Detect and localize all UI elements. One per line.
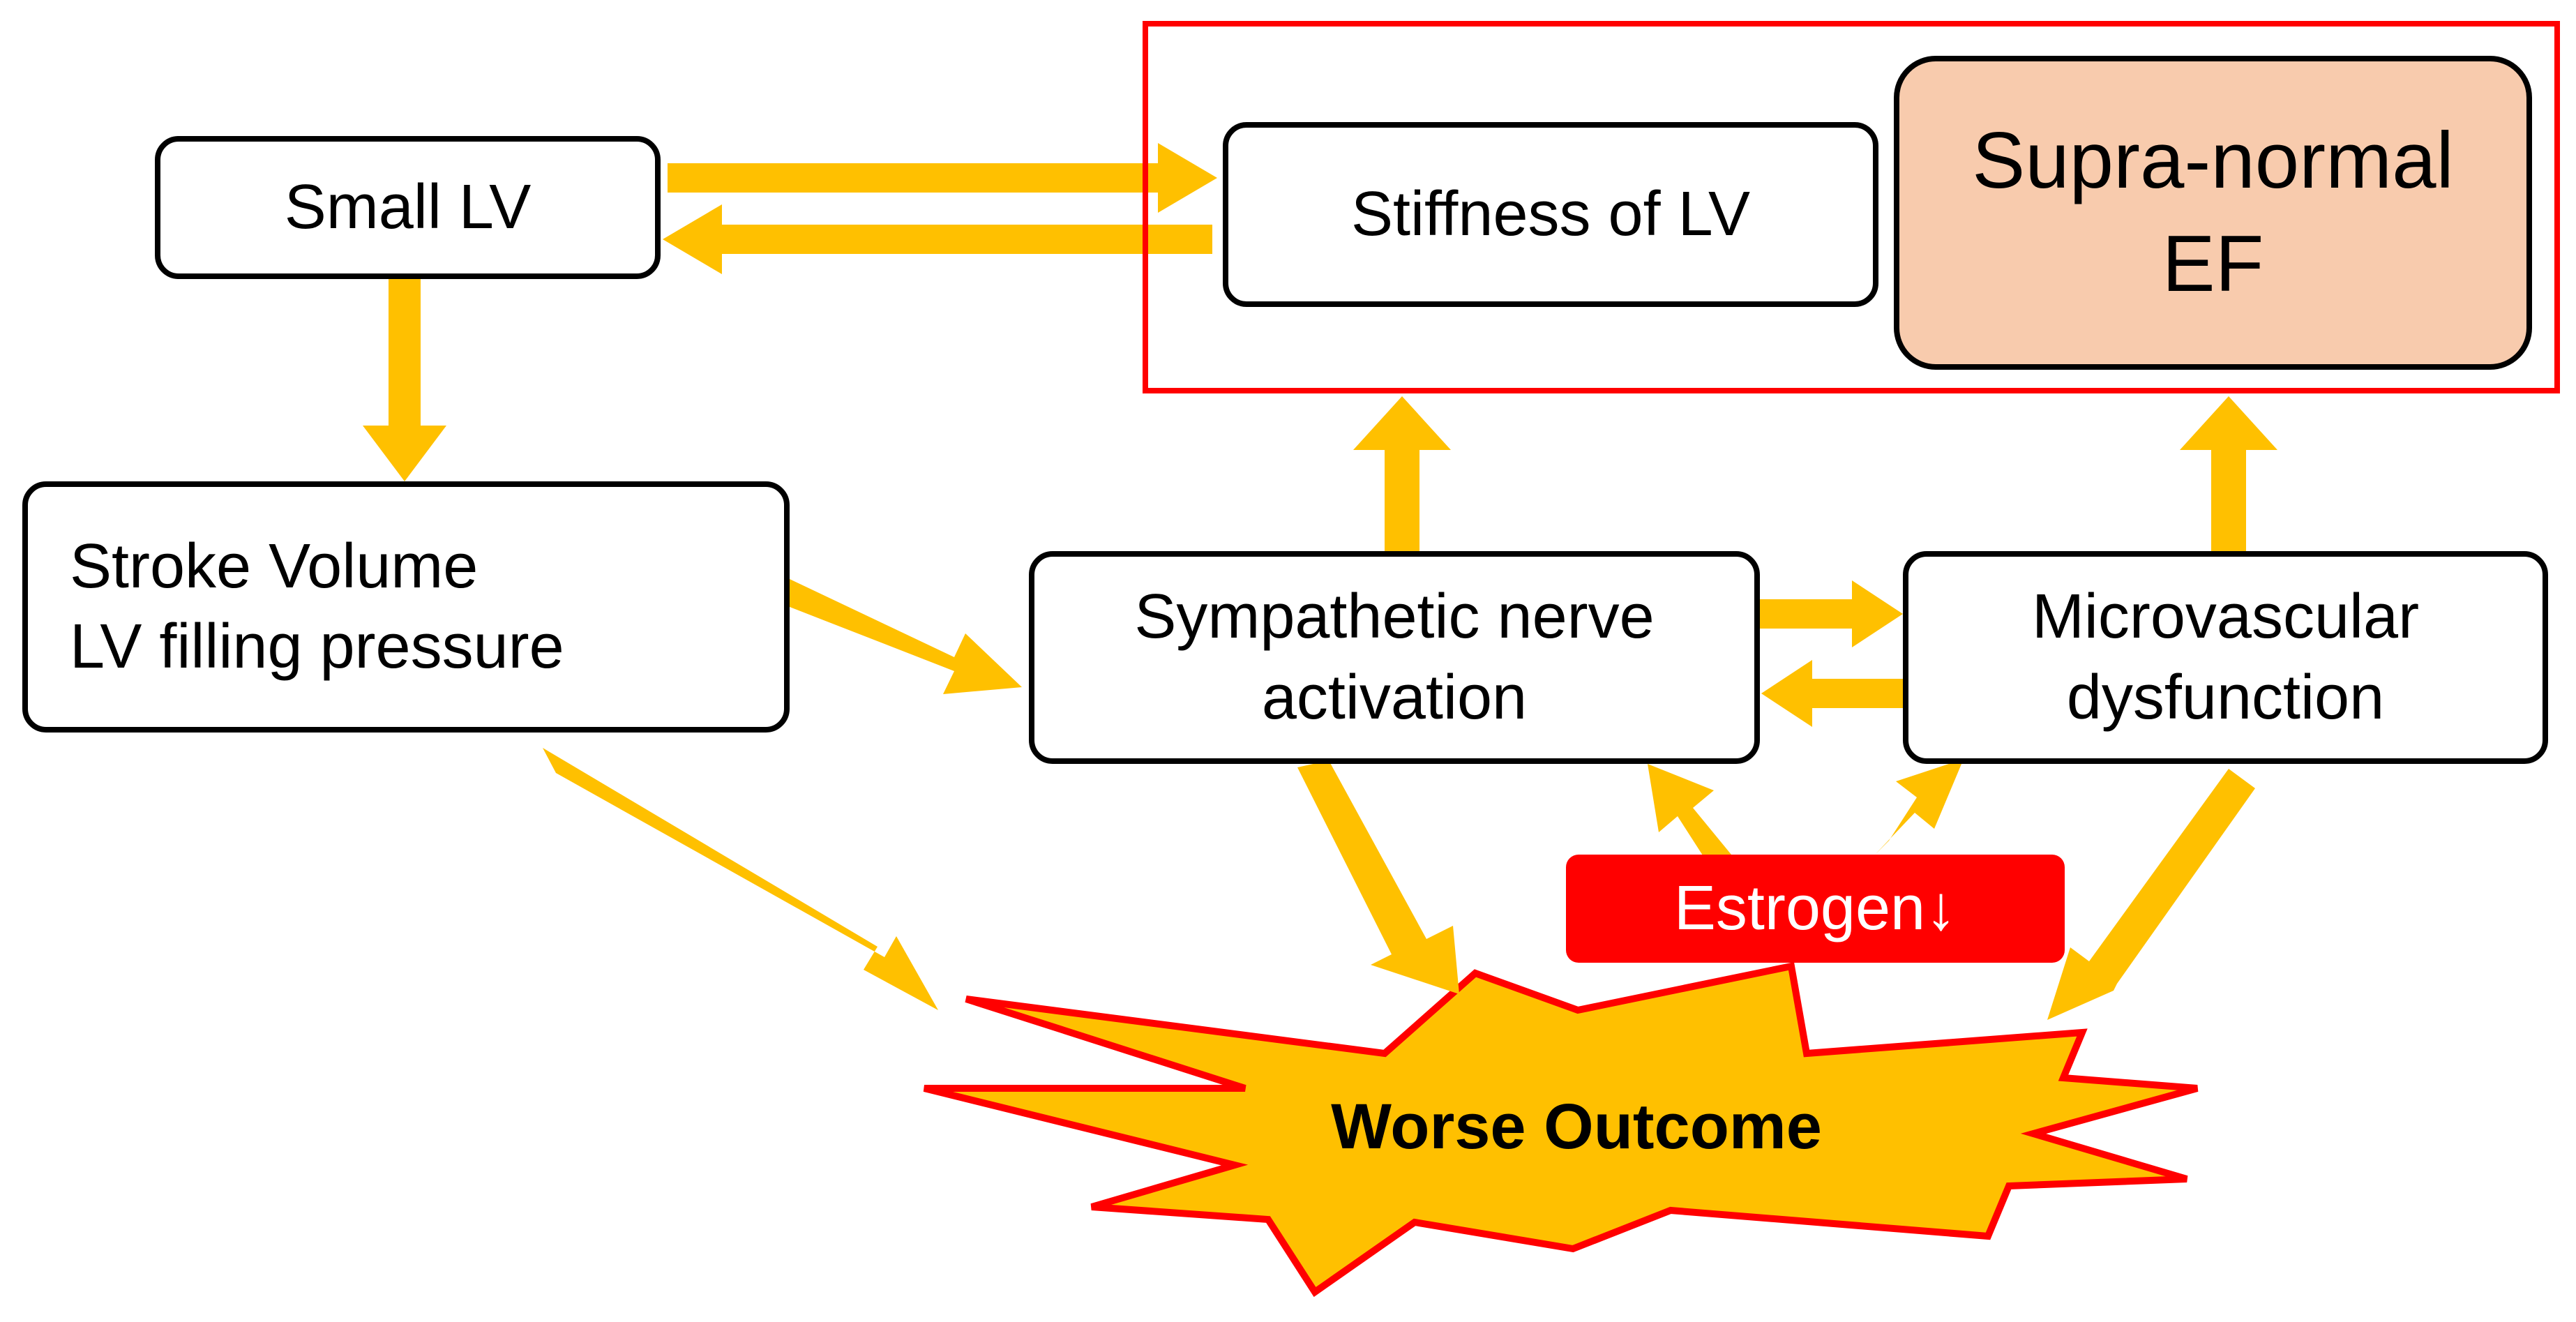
arrow-stroke-to-sympathetic (790, 579, 1022, 694)
stroke-volume-box: Stroke Volume LV filling pressure (22, 481, 790, 733)
arrow-estrogen-to-micro (1875, 759, 1964, 855)
sympathetic-box: Sympathetic nerve activation (1029, 551, 1760, 764)
arrow-micro-to-supra (2180, 396, 2277, 551)
arrow-micro-to-sympathetic (1761, 660, 1903, 727)
arrow-stiffness-to-small (663, 204, 1212, 274)
worse-outcome-burst (923, 962, 2199, 1298)
estrogen-label: Estrogen↓ (1673, 873, 1957, 943)
worse-outcome-label: Worse Outcome (1331, 1090, 1822, 1162)
microvascular-label-line-2: dysfunction (2066, 662, 2385, 733)
arrow-stroke-to-outcome (543, 748, 938, 1010)
stiffness-box: Stiffness of LV (1223, 122, 1878, 307)
supra-normal-label-line-2: EF (2162, 220, 2264, 308)
supra-normal-label-line-1: Supra-normal (1972, 116, 2454, 205)
filling-pressure-label: LV filling pressure (70, 612, 564, 682)
arrow-estrogen-to-sympathetic (1648, 764, 1731, 865)
stiffness-label: Stiffness of LV (1351, 179, 1750, 249)
ef-frame (1143, 21, 2560, 393)
supra-normal-ef-box: Supra-normal EF (1894, 56, 2532, 370)
sympathetic-label-line-1: Sympathetic nerve (1134, 582, 1655, 652)
arrow-sympathetic-to-stiffness (1353, 396, 1451, 551)
arrow-micro-to-outcome (2047, 769, 2255, 1020)
arrow-sympathetic-to-outcome (1297, 760, 1459, 994)
arrow-small-to-stiffness (668, 143, 1217, 213)
microvascular-box: Microvascular dysfunction (1903, 551, 2548, 764)
small-lv-box: Small LV (155, 136, 661, 279)
microvascular-label-line-1: Microvascular (2031, 582, 2420, 652)
estrogen-badge: Estrogen↓ (1566, 855, 2065, 963)
stroke-volume-label: Stroke Volume (70, 531, 479, 601)
sympathetic-label-line-2: activation (1261, 662, 1528, 733)
small-lv-label: Small LV (284, 172, 532, 242)
arrow-small-to-stroke (363, 279, 446, 481)
arrow-sympathetic-to-micro (1760, 580, 1903, 647)
